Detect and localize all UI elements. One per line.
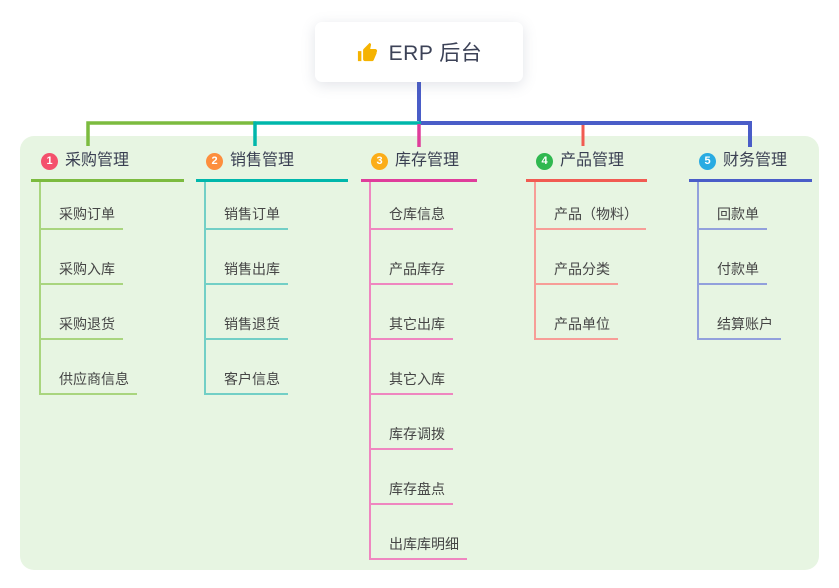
mindmap-node[interactable]: 采购订单 (39, 200, 123, 230)
branch-vertical-line (369, 182, 371, 560)
branch-number-badge: 5 (699, 152, 716, 170)
mindmap-node[interactable]: 采购入库 (39, 255, 123, 285)
branch-number-badge: 3 (371, 152, 388, 170)
branch-vertical-line (534, 182, 536, 340)
mindmap-node[interactable]: 库存调拨 (369, 420, 453, 450)
branch-number-badge: 1 (41, 152, 58, 170)
branch-header[interactable]: 1 采购管理 (31, 148, 184, 182)
mindmap-node[interactable]: 产品分类 (534, 255, 618, 285)
branch-header[interactable]: 4 产品管理 (526, 148, 647, 182)
mindmap-node[interactable]: 产品库存 (369, 255, 453, 285)
mindmap-node[interactable]: 产品（物料） (534, 200, 646, 230)
branch-header[interactable]: 3 库存管理 (361, 148, 477, 182)
mindmap-node[interactable]: 其它入库 (369, 365, 453, 395)
mindmap-node[interactable]: 采购退货 (39, 310, 123, 340)
branch-number-badge: 4 (536, 152, 553, 170)
mindmap-node[interactable]: 其它出库 (369, 310, 453, 340)
mindmap-node[interactable]: 回款单 (697, 200, 767, 230)
mindmap-node[interactable]: 销售出库 (204, 255, 288, 285)
branch-label: 库存管理 (395, 152, 460, 169)
mindmap-node[interactable]: 销售退货 (204, 310, 288, 340)
mindmap-node[interactable]: 仓库信息 (369, 200, 453, 230)
branch-sales: 2 销售管理 销售订单 销售出库 销售退货 客户信息 (196, 148, 348, 395)
mindmap-node[interactable]: 产品单位 (534, 310, 618, 340)
branch-header[interactable]: 5 财务管理 (689, 148, 812, 182)
branch-label: 产品管理 (560, 152, 625, 169)
thumbs-up-icon (356, 41, 379, 64)
branch-header[interactable]: 2 销售管理 (196, 148, 348, 182)
branch-label: 采购管理 (65, 152, 130, 169)
mindmap-node[interactable]: 供应商信息 (39, 365, 137, 395)
mindmap-node[interactable]: 客户信息 (204, 365, 288, 395)
root-title: ERP 后台 (388, 42, 483, 65)
root-node[interactable]: ERP 后台 (315, 22, 523, 82)
mindmap-node[interactable]: 库存盘点 (369, 475, 453, 505)
branch-purchase: 1 采购管理 采购订单 采购入库 采购退货 供应商信息 (31, 148, 184, 395)
branch-product: 4 产品管理 产品（物料） 产品分类 产品单位 (526, 148, 647, 340)
branch-number-badge: 2 (206, 152, 223, 170)
mindmap-panel (20, 136, 819, 570)
mindmap-node[interactable]: 付款单 (697, 255, 767, 285)
branch-inventory: 3 库存管理 仓库信息 产品库存 其它出库 其它入库 库存调拨 库存盘点 出库库… (361, 148, 477, 560)
branch-vertical-line (697, 182, 699, 340)
branch-label: 财务管理 (723, 152, 788, 169)
branch-vertical-line (39, 182, 41, 395)
branch-finance: 5 财务管理 回款单 付款单 结算账户 (689, 148, 812, 340)
branch-vertical-line (204, 182, 206, 395)
mindmap-node[interactable]: 销售订单 (204, 200, 288, 230)
branch-label: 销售管理 (230, 152, 295, 169)
mindmap-node[interactable]: 结算账户 (697, 310, 781, 340)
mindmap-node[interactable]: 出库库明细 (369, 530, 467, 560)
